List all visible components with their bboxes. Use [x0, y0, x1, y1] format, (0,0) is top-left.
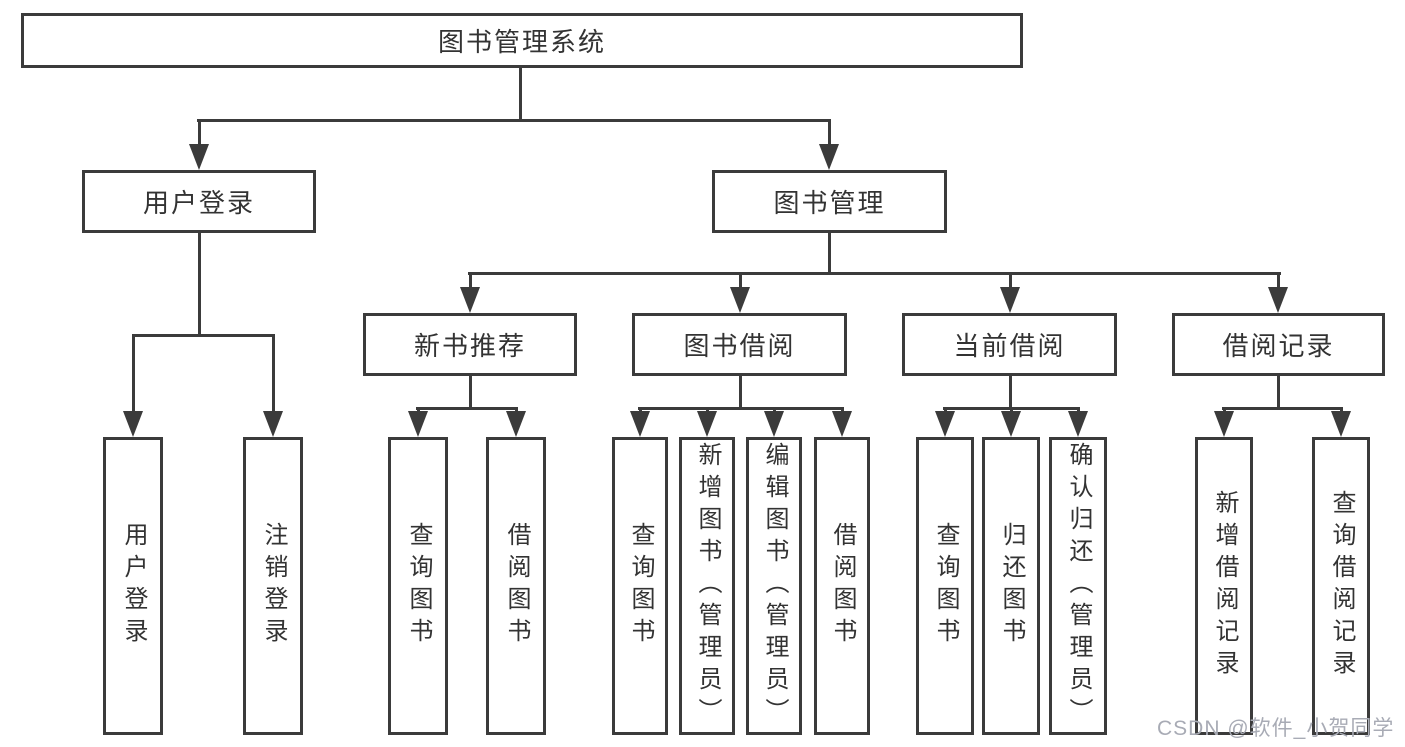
arrow-down-icon: [1331, 411, 1351, 437]
leaf-add-borrow-record: 新增借阅记录: [1195, 437, 1253, 735]
leaf-label: 注销登录: [260, 522, 287, 650]
arrow-down-icon: [697, 411, 717, 437]
arrow-down-icon: [1068, 411, 1088, 437]
leaf-label: 借阅图书: [829, 522, 856, 650]
leaf-confirm-return-admin: 确认归还（管理员）: [1049, 437, 1107, 735]
connector-stem: [1009, 272, 1012, 290]
leaf-add-books-admin: 新增图书（管理员）: [679, 437, 735, 735]
node-library-system: 图书管理系统: [21, 13, 1023, 68]
leaf-label: 编辑图书（管理员）: [761, 442, 788, 730]
leaf-borrow-books-recommend: 借阅图书: [486, 437, 546, 735]
arrow-down-icon: [819, 144, 839, 170]
csdn-watermark: CSDN @软件_小贺同学: [1157, 717, 1395, 740]
arrow-down-icon: [263, 411, 283, 437]
leaf-label: 查询图书: [627, 522, 654, 650]
connector-bookmgmt-vline: [828, 231, 831, 275]
leaf-label: 查询图书: [932, 522, 959, 650]
connector-records-hline: [1222, 407, 1343, 410]
connector-stem: [828, 119, 831, 149]
connector-newbook-hline: [416, 407, 518, 410]
arrow-down-icon: [764, 411, 784, 437]
leaf-query-books-recommend: 查询图书: [388, 437, 448, 735]
connector-userlogin-hline: [132, 334, 275, 337]
arrow-down-icon: [1000, 287, 1020, 313]
connector-stem: [739, 272, 742, 290]
connector-stem: [132, 334, 135, 414]
connector-root-hline: [197, 119, 831, 122]
leaf-user-login: 用户登录: [103, 437, 163, 735]
connector-stem: [272, 334, 275, 414]
node-borrowing-records: 借阅记录: [1172, 313, 1385, 376]
node-user-login: 用户登录: [82, 170, 316, 233]
arrow-down-icon: [630, 411, 650, 437]
connector-stem: [469, 272, 472, 290]
leaf-label: 新增借阅记录: [1211, 490, 1238, 682]
arrow-down-icon: [123, 411, 143, 437]
arrow-down-icon: [460, 287, 480, 313]
leaf-label: 用户登录: [120, 522, 147, 650]
leaf-label: 新增图书（管理员）: [694, 442, 721, 730]
leaf-query-borrow-record: 查询借阅记录: [1312, 437, 1370, 735]
arrow-down-icon: [408, 411, 428, 437]
leaf-query-books-current: 查询图书: [916, 437, 974, 735]
arrow-down-icon: [189, 144, 209, 170]
leaf-label: 查询图书: [405, 522, 432, 650]
leaf-label: 归还图书: [998, 522, 1025, 650]
arrow-down-icon: [935, 411, 955, 437]
node-book-borrowing: 图书借阅: [632, 313, 847, 376]
node-book-management: 图书管理: [712, 170, 947, 233]
leaf-label: 确认归还（管理员）: [1065, 442, 1092, 730]
leaf-logout: 注销登录: [243, 437, 303, 735]
arrow-down-icon: [1001, 411, 1021, 437]
connector-bookmgmt-hline: [468, 272, 1281, 275]
node-current-borrowing: 当前借阅: [902, 313, 1117, 376]
leaf-query-books-borrowing: 查询图书: [612, 437, 668, 735]
connector-userlogin-vline: [198, 231, 201, 337]
leaf-label: 借阅图书: [503, 522, 530, 650]
connector-bookborrow-vline: [739, 375, 742, 410]
leaf-edit-books-admin: 编辑图书（管理员）: [746, 437, 802, 735]
connector-stem: [1277, 272, 1280, 290]
arrow-down-icon: [832, 411, 852, 437]
connector-currentborrow-vline: [1009, 375, 1012, 410]
connector-newbook-vline: [469, 375, 472, 410]
connector-records-vline: [1277, 375, 1280, 410]
arrow-down-icon: [506, 411, 526, 437]
connector-root-vline: [519, 67, 522, 121]
node-new-book-recommend: 新书推荐: [363, 313, 577, 376]
arrow-down-icon: [1214, 411, 1234, 437]
leaf-return-books: 归还图书: [982, 437, 1040, 735]
arrow-down-icon: [1268, 287, 1288, 313]
arrow-down-icon: [730, 287, 750, 313]
leaf-borrow-books-borrowing: 借阅图书: [814, 437, 870, 735]
leaf-label: 查询借阅记录: [1328, 490, 1355, 682]
connector-stem: [198, 119, 201, 149]
connector-bookborrow-hline: [638, 407, 844, 410]
